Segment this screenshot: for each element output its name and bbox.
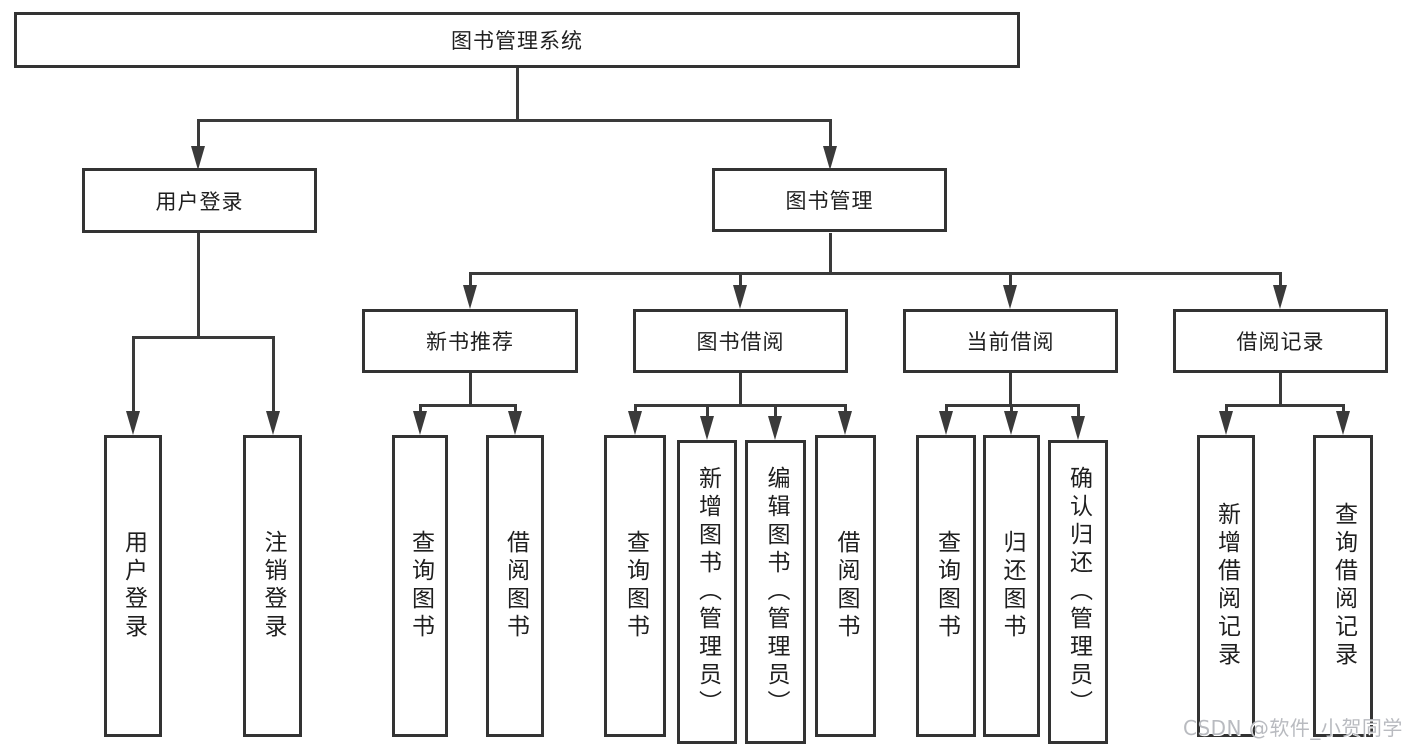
arrowhead-down-icon: [823, 146, 837, 170]
leaf-borrow-books-label: 借阅图书: [833, 530, 859, 642]
leaf-add-borrow-record-label: 新增借阅记录: [1213, 502, 1240, 670]
csdn-watermark: CSDN @软件_小贺同学: [1183, 716, 1403, 740]
leaf-add-books-admin: 新增图书（管理员）: [677, 440, 737, 744]
arrowhead-down-icon: [1336, 411, 1350, 435]
connector-line: [829, 233, 832, 274]
leaf-edit-books-admin: 编辑图书（管理员）: [745, 440, 806, 744]
leaf-logout: 注销登录: [243, 435, 302, 737]
connector-line: [1009, 272, 1012, 287]
leaf-query-books-borrow: 查询图书: [604, 435, 666, 737]
connector-line: [419, 404, 517, 407]
node-root: 图书管理系统: [14, 12, 1020, 68]
arrowhead-down-icon: [838, 411, 852, 435]
connector-line: [1009, 373, 1012, 406]
connector-line: [197, 119, 832, 122]
connector-line: [197, 119, 200, 148]
connector-line: [516, 68, 519, 121]
connector-line: [469, 272, 472, 287]
arrowhead-down-icon: [628, 411, 642, 435]
arrowhead-down-icon: [413, 411, 427, 435]
node-current-borrow-label: 当前借阅: [966, 330, 1055, 354]
arrowhead-down-icon: [1004, 411, 1018, 435]
connector-line: [1279, 373, 1282, 406]
leaf-query-borrow-record: 查询借阅记录: [1313, 435, 1373, 737]
leaf-logout-label: 注销登录: [260, 530, 286, 642]
leaf-return-books-label: 归还图书: [999, 530, 1025, 642]
connector-line: [634, 404, 847, 407]
connector-line: [1010, 404, 1013, 413]
arrowhead-down-icon: [700, 416, 714, 440]
leaf-user-login-label: 用户登录: [120, 530, 147, 642]
leaf-edit-books-admin-label: 编辑图书（管理员）: [763, 466, 789, 718]
connector-line: [469, 373, 472, 406]
node-new-book-recommend-label: 新书推荐: [426, 330, 514, 354]
arrowhead-down-icon: [768, 416, 782, 440]
leaf-confirm-return-admin-label: 确认归还（管理员）: [1065, 466, 1092, 718]
leaf-query-books-borrow-label: 查询图书: [622, 530, 649, 642]
leaf-add-books-admin-label: 新增图书（管理员）: [694, 466, 721, 718]
connector-line: [419, 404, 422, 413]
leaf-user-login: 用户登录: [104, 435, 162, 737]
connector-line: [945, 404, 948, 413]
leaf-query-books-recommend: 查询图书: [392, 435, 448, 737]
leaf-add-borrow-record: 新增借阅记录: [1197, 435, 1255, 737]
connector-line: [1279, 272, 1282, 287]
connector-line: [739, 272, 742, 287]
connector-line: [706, 404, 709, 418]
node-new-book-recommend: 新书推荐: [362, 309, 578, 373]
leaf-query-borrow-record-label: 查询借阅记录: [1330, 502, 1357, 670]
leaf-query-books-recommend-label: 查询图书: [407, 530, 434, 642]
arrowhead-down-icon: [266, 411, 280, 435]
node-book-management-label: 图书管理: [785, 189, 874, 213]
connector-line: [272, 336, 275, 413]
leaf-query-books-current-label: 查询图书: [933, 530, 960, 642]
node-borrow-records-label: 借阅记录: [1236, 330, 1325, 354]
node-book-borrow-label: 图书借阅: [696, 330, 785, 354]
node-book-borrow: 图书借阅: [633, 309, 848, 373]
connector-line: [132, 336, 275, 339]
connector-line: [1225, 404, 1345, 407]
connector-line: [132, 336, 135, 413]
leaf-query-books-current: 查询图书: [916, 435, 976, 737]
connector-line: [829, 119, 832, 148]
arrowhead-down-icon: [1071, 416, 1085, 440]
connector-line: [774, 404, 777, 418]
connector-line: [844, 404, 847, 413]
connector-line: [1225, 404, 1228, 413]
arrowhead-down-icon: [126, 411, 140, 435]
connector-line: [514, 404, 517, 413]
node-user-login: 用户登录: [82, 168, 317, 233]
arrowhead-down-icon: [1003, 285, 1017, 309]
leaf-borrow-books-recommend: 借阅图书: [486, 435, 544, 737]
node-current-borrow: 当前借阅: [903, 309, 1118, 373]
node-book-management: 图书管理: [712, 168, 947, 232]
arrowhead-down-icon: [733, 285, 747, 309]
leaf-borrow-books-recommend-label: 借阅图书: [502, 530, 529, 642]
leaf-borrow-books: 借阅图书: [815, 435, 876, 737]
arrowhead-down-icon: [939, 411, 953, 435]
connector-line: [197, 233, 200, 338]
arrowhead-down-icon: [463, 285, 477, 309]
leaf-confirm-return-admin: 确认归还（管理员）: [1048, 440, 1108, 744]
arrowhead-down-icon: [508, 411, 522, 435]
connector-line: [1342, 404, 1345, 413]
arrowhead-down-icon: [1273, 285, 1287, 309]
connector-line: [469, 272, 1282, 275]
connector-line: [1077, 404, 1080, 418]
connector-line: [634, 404, 637, 413]
node-borrow-records: 借阅记录: [1173, 309, 1388, 373]
connector-line: [739, 373, 742, 406]
arrowhead-down-icon: [191, 146, 205, 170]
leaf-return-books: 归还图书: [983, 435, 1040, 737]
arrowhead-down-icon: [1219, 411, 1233, 435]
node-root-label: 图书管理系统: [451, 29, 583, 53]
node-user-login-label: 用户登录: [155, 189, 244, 214]
